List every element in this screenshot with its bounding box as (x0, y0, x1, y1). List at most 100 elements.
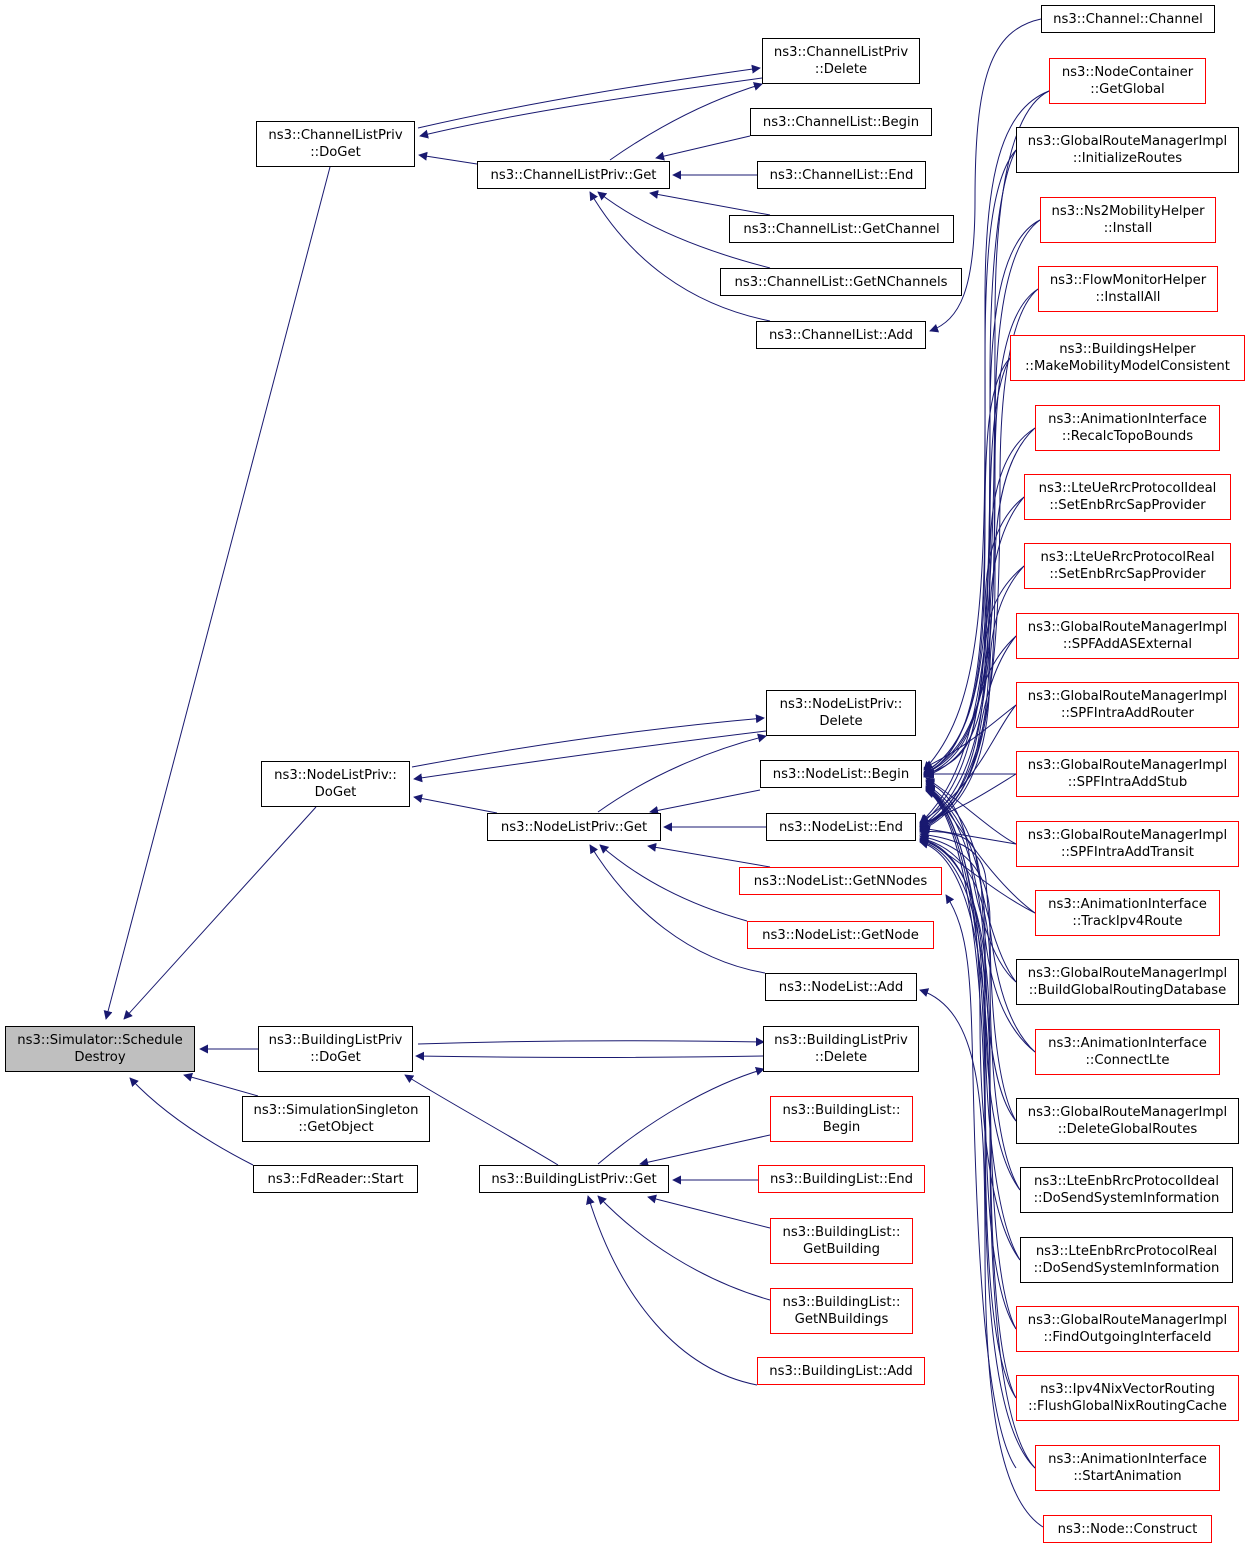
node-label-line: ::Delete (814, 62, 868, 77)
node-buildinglistpriv-get[interactable]: ns3::BuildingListPriv::Get (479, 1165, 669, 1193)
node-nodelistpriv-get[interactable]: ns3::NodeListPriv::Get (487, 813, 661, 841)
node-grm-findoutgoinginterfaceid[interactable]: ns3::GlobalRouteManagerImpl ::FindOutgoi… (1016, 1306, 1239, 1352)
node-lteenbrrcprotocolreal-dosendsysinfo[interactable]: ns3::LteEnbRrcProtocolReal ::DoSendSyste… (1020, 1237, 1233, 1283)
node-label-line: ns3::BuildingListPriv (774, 1033, 908, 1048)
call-edge (597, 191, 771, 269)
node-label-line: ::RecalcTopoBounds (1061, 429, 1194, 444)
call-edge (183, 1072, 259, 1097)
node-ns2mobilityhelper-install[interactable]: ns3::Ns2MobilityHelper ::Install (1040, 197, 1216, 243)
node-nodelistpriv-delete[interactable]: ns3::NodeListPriv:: Delete (766, 690, 916, 736)
node-grm-initializeroutes[interactable]: ns3::GlobalRouteManagerImpl ::Initialize… (1016, 127, 1239, 173)
node-buildinglist-getbuilding[interactable]: ns3::BuildingList:: GetBuilding (770, 1218, 913, 1264)
call-edge (413, 794, 498, 814)
node-grm-spfaddasexternal[interactable]: ns3::GlobalRouteManagerImpl ::SPFAddASEx… (1016, 613, 1239, 659)
call-edge (929, 18, 1042, 333)
node-simulationsingleton-getobject[interactable]: ns3::SimulationSingleton ::GetObject (242, 1096, 430, 1142)
node-label-line: ns3::NodeListPriv:: (779, 697, 903, 712)
call-edge (919, 839, 1036, 1469)
node-nodelist-getnode[interactable]: ns3::NodeList::GetNode (747, 921, 934, 949)
call-edge (597, 733, 767, 813)
node-lteenbrrcprotocolideal-dosendsysinfo[interactable]: ns3::LteEnbRrcProtocolIdeal ::DoSendSyst… (1020, 1167, 1233, 1213)
node-buildinglist-getnbuildings[interactable]: ns3::BuildingList:: GetNBuildings (770, 1288, 913, 1334)
node-buildingshelper-makemobility[interactable]: ns3::BuildingsHelper ::MakeMobilityModel… (1010, 335, 1245, 381)
call-edge (923, 704, 1017, 769)
node-nodelistpriv-doget[interactable]: ns3::NodeListPriv:: DoGet (261, 761, 410, 807)
node-buildinglistpriv-delete[interactable]: ns3::BuildingListPriv ::Delete (763, 1026, 919, 1072)
node-lteuerrcprotocolreal-setenb[interactable]: ns3::LteUeRrcProtocolReal ::SetEnbRrcSap… (1024, 543, 1231, 589)
node-grm-spfintraaddtransit[interactable]: ns3::GlobalRouteManagerImpl ::SPFIntraAd… (1016, 821, 1239, 867)
call-edge (649, 789, 761, 815)
node-label-line: ns3::SimulationSingleton (253, 1103, 419, 1118)
node-label-line: ns3::GlobalRouteManagerImpl (1027, 1313, 1228, 1328)
node-buildinglistpriv-doget[interactable]: ns3::BuildingListPriv ::DoGet (258, 1026, 413, 1072)
node-channellistpriv-get[interactable]: ns3::ChannelListPriv::Get (477, 161, 670, 189)
node-channellistpriv-delete[interactable]: ns3::ChannelListPriv ::Delete (762, 38, 920, 84)
node-label-line: ns3::ChannelList::GetChannel (743, 221, 940, 237)
call-edge (919, 149, 1017, 826)
node-nodelist-begin[interactable]: ns3::NodeList::Begin (760, 760, 922, 788)
node-label-line: ::Install (1103, 221, 1153, 236)
node-label-line: ns3::NodeList::Begin (772, 766, 910, 782)
node-channellist-begin[interactable]: ns3::ChannelList::Begin (750, 108, 932, 136)
node-animationinterface-recalctopobounds[interactable]: ns3::AnimationInterface ::RecalcTopoBoun… (1035, 405, 1220, 451)
node-label-line: GetBuilding (802, 1242, 880, 1257)
node-grm-spfintraaddrouter[interactable]: ns3::GlobalRouteManagerImpl ::SPFIntraAd… (1016, 682, 1239, 728)
node-animationinterface-trackipv4route[interactable]: ns3::AnimationInterface ::TrackIpv4Route (1035, 890, 1220, 936)
node-label-line: ns3::Simulator::Schedule (17, 1033, 183, 1048)
node-label-line: ::SPFIntraAddTransit (1061, 845, 1194, 860)
call-edge (919, 837, 1017, 1330)
node-nodelist-getnnodes[interactable]: ns3::NodeList::GetNNodes (739, 867, 942, 895)
call-edge (923, 565, 1025, 779)
node-ipv4nixvectorrouting-flush[interactable]: ns3::Ipv4NixVectorRouting ::FlushGlobalN… (1016, 1375, 1239, 1421)
call-edge (919, 835, 1021, 1191)
node-grm-deleteglobalroutes[interactable]: ns3::GlobalRouteManagerImpl ::DeleteGlob… (1016, 1098, 1239, 1144)
node-label-line: ns3::Ns2MobilityHelper (1051, 204, 1205, 219)
node-channel-channel[interactable]: ns3::Channel::Channel (1041, 5, 1215, 33)
node-label-line: ns3::ChannelList::Begin (762, 114, 920, 130)
node-buildinglist-add[interactable]: ns3::BuildingList::Add (757, 1357, 925, 1385)
node-lteuerrcprotocolideal-setenb[interactable]: ns3::LteUeRrcProtocolIdeal ::SetEnbRrcSa… (1024, 474, 1231, 520)
call-edge (923, 149, 1017, 776)
call-edge (919, 565, 1025, 832)
node-label-line: ::DoSendSystemInformation (1033, 1261, 1220, 1276)
node-label-line: ::GetGlobal (1090, 82, 1165, 97)
node-label-line: ::Delete (814, 1050, 868, 1065)
node-channellist-getchannel[interactable]: ns3::ChannelList::GetChannel (729, 215, 954, 243)
node-flowmonitorhelper-installall[interactable]: ns3::FlowMonitorHelper ::InstallAll (1038, 266, 1218, 312)
node-animationinterface-startanimation[interactable]: ns3::AnimationInterface ::StartAnimation (1035, 1445, 1220, 1491)
call-edge (925, 777, 1017, 845)
call-edge (418, 151, 478, 165)
node-label-line: ns3::GlobalRouteManagerImpl (1027, 1105, 1228, 1120)
node-grm-buildglobalroutingdatabase[interactable]: ns3::GlobalRouteManagerImpl ::BuildGloba… (1016, 959, 1239, 1005)
node-label-line: ns3::ChannelListPriv::Get (490, 167, 657, 183)
node-label-line: ns3::FlowMonitorHelper (1049, 273, 1207, 288)
node-buildinglist-end[interactable]: ns3::BuildingList::End (758, 1165, 925, 1193)
node-label-line: ::InitializeRoutes (1072, 151, 1183, 166)
node-label-line: ::FlushGlobalNixRoutingCache (1028, 1399, 1227, 1414)
node-grm-spfintraaddstub[interactable]: ns3::GlobalRouteManagerImpl ::SPFIntraAd… (1016, 751, 1239, 797)
node-nodelist-add[interactable]: ns3::NodeList::Add (765, 973, 917, 1001)
node-channellistpriv-doget[interactable]: ns3::ChannelListPriv ::DoGet (256, 121, 415, 167)
node-nodelist-end[interactable]: ns3::NodeList::End (766, 813, 916, 841)
node-label-line: ns3::ChannelList::End (769, 167, 914, 183)
node-label-line: ns3::LteEnbRrcProtocolIdeal (1033, 1174, 1219, 1189)
node-channellist-add[interactable]: ns3::ChannelList::Add (756, 321, 926, 349)
node-channellist-getnchannels[interactable]: ns3::ChannelList::GetNChannels (720, 268, 962, 296)
node-animationinterface-connectlte[interactable]: ns3::AnimationInterface ::ConnectLte (1035, 1029, 1220, 1075)
node-label-line: GetNBuildings (794, 1312, 889, 1327)
call-edge (923, 427, 1036, 775)
call-edge (925, 787, 1021, 1261)
node-fdreader-start[interactable]: ns3::FdReader::Start (253, 1165, 418, 1193)
node-label-line: ns3::GlobalRouteManagerImpl (1027, 966, 1228, 981)
node-label-line: ns3::BuildingListPriv::Get (491, 1171, 657, 1187)
call-edge (415, 1051, 765, 1061)
node-buildinglist-begin[interactable]: ns3::BuildingList:: Begin (770, 1096, 913, 1142)
node-nodecontainer-getglobal[interactable]: ns3::NodeContainer ::GetGlobal (1049, 58, 1206, 104)
node-label-line: ::DoGet (310, 145, 361, 160)
call-edge (919, 288, 1039, 830)
node-channellist-end[interactable]: ns3::ChannelList::End (757, 161, 926, 189)
node-label-line: ns3::BuildingList::Add (769, 1363, 913, 1379)
call-edge (589, 191, 771, 322)
node-node-construct[interactable]: ns3::Node::Construct (1043, 1515, 1212, 1543)
